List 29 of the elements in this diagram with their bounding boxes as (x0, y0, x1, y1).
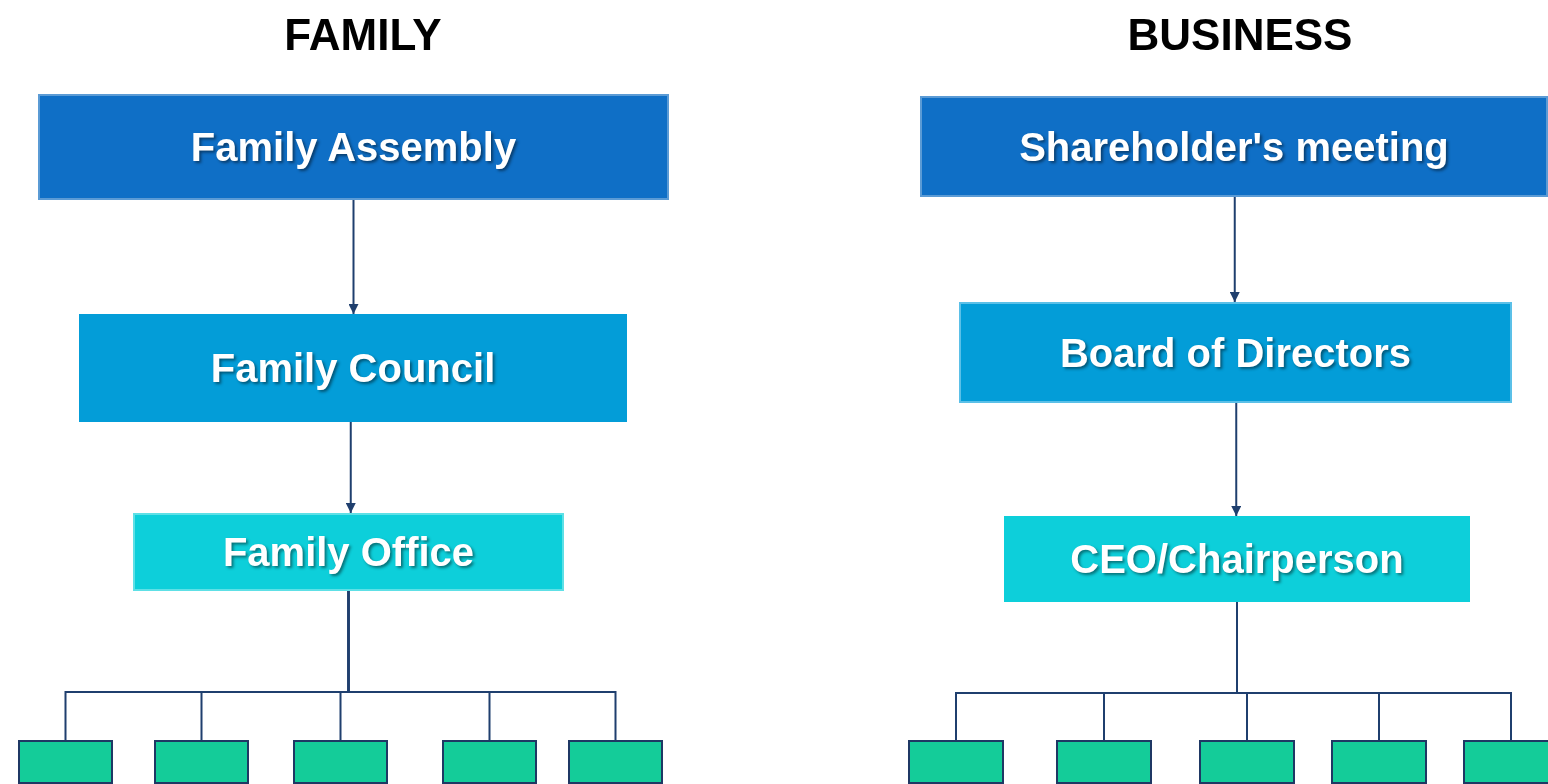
arrow (348, 199, 359, 315)
empty-box (1199, 740, 1295, 784)
org-box (1004, 516, 1470, 602)
box-label: Family Council (210, 345, 496, 392)
empty-box (568, 740, 663, 784)
box-label: CEO/Chairperson (1070, 536, 1404, 583)
box-label: Shareholder's meeting (1019, 123, 1449, 171)
arrow (1231, 402, 1242, 517)
empty-box (154, 740, 249, 784)
empty-box (293, 740, 388, 784)
box-label: Board of Directors (1059, 329, 1412, 377)
arrow (1229, 196, 1240, 303)
column-heading: BUSINESS (1127, 9, 1353, 61)
org-box (959, 302, 1512, 403)
box-label: Family Office (222, 529, 475, 576)
connector-line (347, 590, 617, 741)
empty-box (1331, 740, 1427, 784)
org-box (79, 314, 627, 422)
org-box (133, 513, 564, 591)
column-heading: FAMILY (284, 9, 442, 61)
empty-box (908, 740, 1004, 784)
box-label: Family Assembly (190, 124, 517, 171)
empty-box (442, 740, 537, 784)
empty-box (1056, 740, 1152, 784)
org-box (920, 96, 1548, 197)
arrow (345, 421, 356, 514)
org-box (38, 94, 669, 200)
empty-box (1463, 740, 1548, 784)
empty-box (18, 740, 113, 784)
